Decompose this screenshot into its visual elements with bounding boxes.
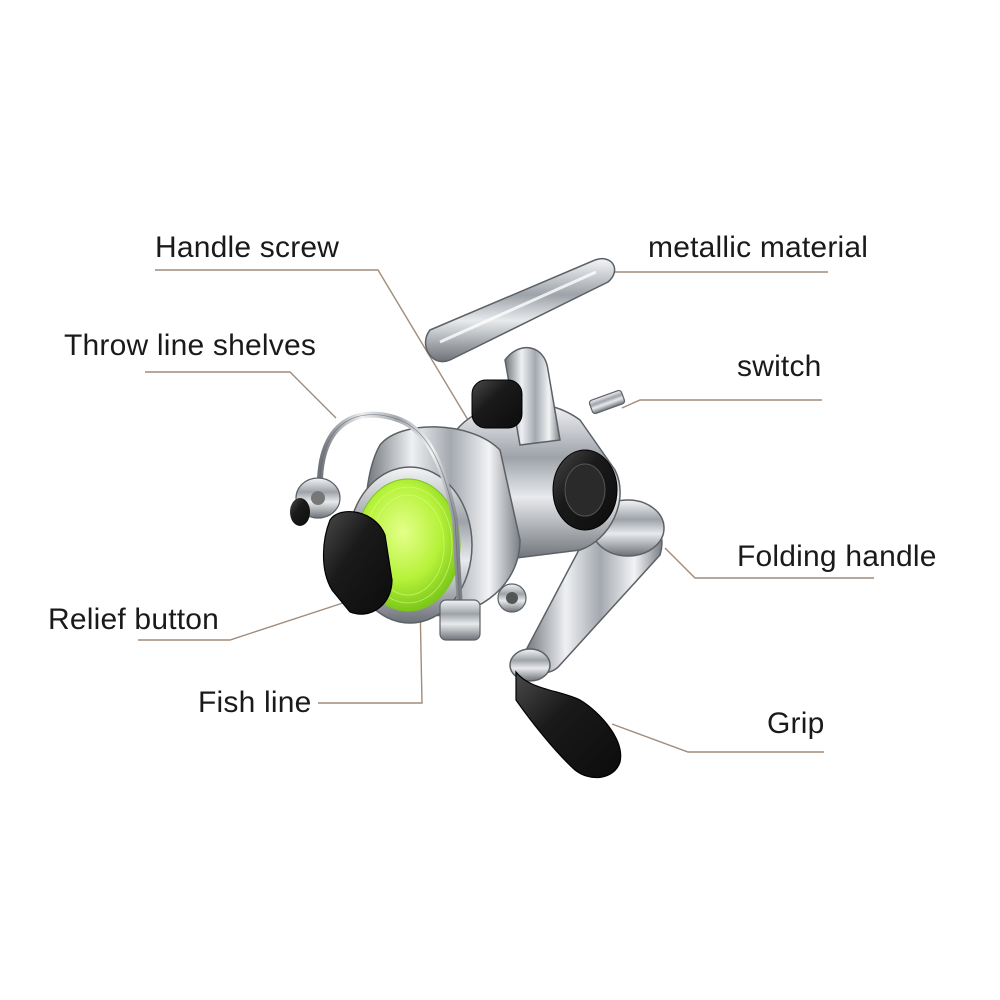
reel — [290, 257, 665, 779]
reel-foot-highlight — [439, 270, 597, 344]
label-metallic-material: metallic material — [648, 231, 869, 264]
leader-handle-screw — [155, 269, 469, 421]
bail-support — [439, 599, 481, 641]
handle-screw-cap — [471, 379, 523, 429]
drag-knob — [322, 511, 393, 615]
grip-knob — [515, 670, 622, 779]
leader-relief-button — [138, 599, 353, 641]
reel-foot — [424, 257, 616, 363]
leader-fish-line — [318, 599, 423, 704]
leader-throw-line-shelves — [145, 371, 337, 419]
label-relief-button: Relief button — [48, 603, 220, 636]
leader-folding-handle — [664, 547, 874, 579]
switch-lever — [588, 389, 626, 415]
leader-switch — [621, 399, 822, 409]
rear-cap-ring — [564, 463, 606, 517]
label-throw-line-shelves: Throw line shelves — [64, 329, 317, 362]
label-fish-line: Fish line — [198, 686, 312, 719]
leader-lines — [138, 269, 874, 753]
label-switch: switch — [737, 350, 822, 383]
leader-grip — [611, 723, 824, 753]
label-handle-screw: Handle screw — [155, 231, 340, 264]
leader-metallic-material — [591, 271, 828, 283]
label-folding-handle: Folding handle — [737, 540, 937, 573]
bail-pivot — [290, 498, 310, 526]
label-grip: Grip — [767, 707, 825, 740]
grip-base — [509, 648, 551, 682]
